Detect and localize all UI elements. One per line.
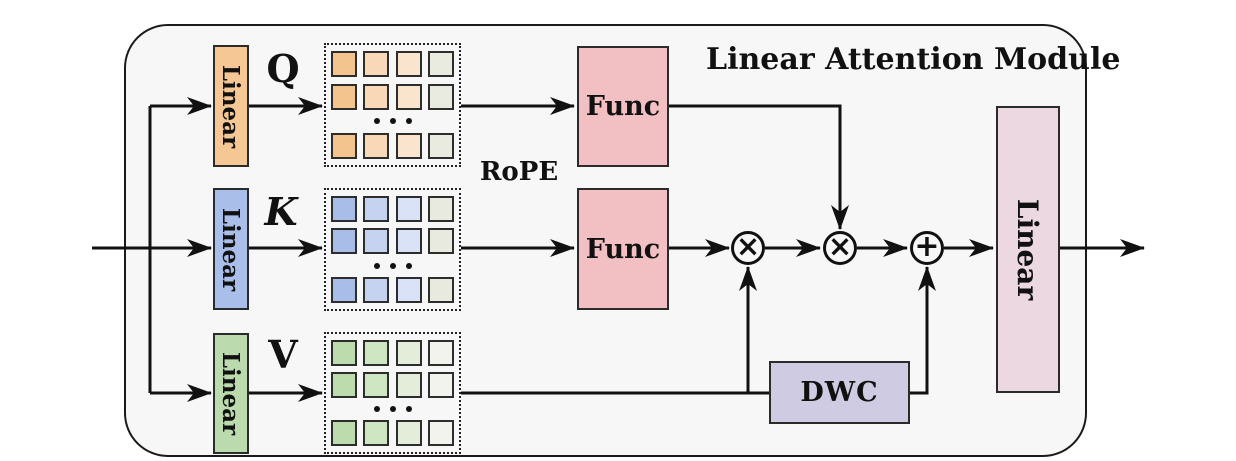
token-cell: [331, 340, 357, 366]
token-row: [331, 340, 454, 366]
ellipsis-dots: [331, 261, 454, 271]
func-block-q-label: Func: [585, 91, 661, 122]
diagram-title: Linear Attention Module: [706, 42, 1121, 77]
token-cell: [427, 228, 454, 255]
token-cell: [363, 83, 390, 110]
token-cell: [331, 132, 357, 159]
token-cell: [363, 196, 390, 222]
dwc-to-add-arrow: [908, 266, 936, 395]
multiply-operator-1: ×: [731, 231, 765, 265]
token-cell: [331, 276, 357, 303]
token-cell: [395, 132, 422, 159]
token-cell: [395, 83, 422, 110]
token-cell: [363, 372, 390, 398]
output-linear-block: Linear: [996, 106, 1060, 393]
linear-block-v: Linear: [213, 333, 249, 454]
dwc-block-label: DWC: [800, 377, 879, 408]
token-cell: [395, 276, 422, 303]
token-cell: [427, 196, 454, 222]
q-token-grid: [324, 43, 461, 167]
token-cell: [395, 340, 422, 366]
token-cell: [427, 132, 454, 159]
token-cell: [363, 340, 390, 366]
token-cell: [363, 228, 390, 255]
token-cell: [427, 83, 454, 110]
token-cell: [331, 228, 357, 255]
linear-block-v-label: Linear: [217, 351, 245, 436]
linear-block-q: Linear: [213, 45, 249, 167]
token-cell: [363, 276, 390, 303]
func-block-q: Func: [577, 46, 669, 167]
token-cell: [363, 51, 390, 77]
token-cell: [395, 228, 422, 255]
linear-block-k: Linear: [213, 188, 249, 310]
token-cell: [395, 196, 422, 222]
ellipsis-dots: [331, 116, 454, 126]
token-cell: [395, 372, 422, 398]
token-row: [331, 196, 454, 222]
token-row: [331, 372, 454, 398]
rope-label: RoPE: [479, 157, 559, 187]
token-row: [331, 228, 454, 255]
ellipsis-dots: [331, 404, 454, 414]
linear-block-k-label: Linear: [217, 207, 245, 291]
func-block-k: Func: [577, 188, 669, 310]
v-token-grid: [324, 332, 461, 454]
v-symbol: V: [268, 332, 298, 377]
func-block-k-label: Func: [585, 233, 661, 265]
token-cell: [331, 420, 357, 446]
multiply-operator-1-glyph: ×: [735, 229, 761, 263]
q-symbol: Q: [266, 46, 300, 91]
token-row: [331, 420, 454, 446]
token-row: [331, 132, 454, 159]
token-cell: [331, 196, 357, 222]
output-linear-block-label: Linear: [1011, 198, 1045, 301]
token-row: [331, 83, 454, 110]
k-token-grid: [324, 188, 461, 311]
token-cell: [427, 420, 454, 446]
token-cell: [427, 276, 454, 303]
add-operator-glyph: +: [914, 228, 940, 264]
multiply-operator-2: ×: [823, 231, 857, 265]
k-symbol: K: [264, 189, 298, 234]
token-cell: [427, 340, 454, 366]
token-cell: [331, 51, 357, 77]
token-cell: [363, 132, 390, 159]
token-cell: [395, 51, 422, 77]
token-row: [331, 276, 454, 303]
token-cell: [427, 372, 454, 398]
token-cell: [331, 372, 357, 398]
token-cell: [331, 83, 357, 110]
multiply-operator-2-glyph: ×: [827, 229, 853, 263]
add-operator: +: [910, 231, 944, 265]
token-cell: [395, 420, 422, 446]
dwc-block: DWC: [769, 361, 910, 424]
token-cell: [363, 420, 390, 446]
token-row: [331, 51, 454, 77]
func-q-to-multiply2-arrow: [669, 104, 849, 230]
token-cell: [427, 51, 454, 77]
linear-block-q-label: Linear: [217, 64, 245, 148]
